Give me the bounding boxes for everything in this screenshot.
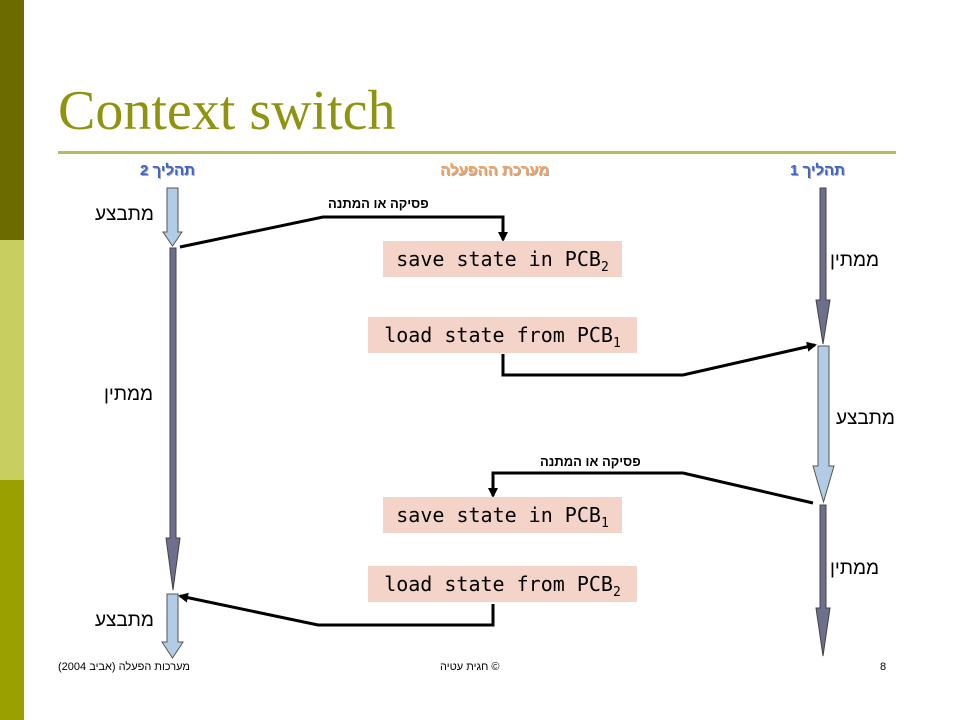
os-step-subscript: 2 <box>612 585 621 600</box>
p1-state-waiting-bottom: ממתין <box>830 558 880 579</box>
p1-waiting-top-arrow <box>815 187 831 345</box>
os-step-save-pcb1: save state in PCB1 <box>383 497 622 533</box>
p1-running-arrow <box>812 345 835 504</box>
os-step-text: save state in PCB <box>396 247 601 271</box>
os-step-subscript: 1 <box>612 336 621 351</box>
sidebar-band-top <box>0 0 24 240</box>
column-header-process2: תהליך 2 <box>140 162 195 179</box>
footer-course: מערכות הפעלה (אביב 2004) <box>58 661 190 673</box>
edge-label-interrupt-top: פסיקה או המתנה <box>328 196 429 211</box>
os-step-text: load state from PCB <box>384 572 613 596</box>
slide-title: Context switch <box>58 80 396 142</box>
os-step-text: load state from PCB <box>384 323 613 347</box>
sidebar-band-middle <box>0 240 24 480</box>
switch-line-to-p1 <box>501 341 817 377</box>
os-step-save-pcb2: save state in PCB2 <box>383 241 622 277</box>
os-step-subscript: 1 <box>600 516 609 531</box>
p2-running-bottom-arrow <box>161 593 184 659</box>
p1-waiting-bottom-arrow <box>815 504 831 657</box>
os-step-text: save state in PCB <box>396 503 601 527</box>
column-header-os: מערכת ההפעלה <box>440 162 550 179</box>
title-rule <box>58 151 896 154</box>
p2-waiting-arrow <box>165 247 181 591</box>
footer-copyright: © חגית עטיה <box>440 661 500 673</box>
edge-label-interrupt-bottom: פסיקה או המתנה <box>540 454 641 469</box>
os-step-load-pcb1: load state from PCB1 <box>368 317 637 353</box>
sidebar-band-bottom <box>0 480 24 720</box>
p1-state-waiting-top: ממתין <box>830 250 880 271</box>
p2-running-top-arrow <box>162 187 183 247</box>
os-step-load-pcb2: load state from PCB2 <box>368 566 637 602</box>
switch-line-to-p2 <box>178 592 495 627</box>
os-step-subscript: 2 <box>600 260 609 275</box>
footer-page-number: 8 <box>880 661 887 673</box>
p1-state-running: מתבצע <box>836 408 895 429</box>
p2-state-running-top: מתבצע <box>95 204 154 225</box>
column-header-process1: תהליך 1 <box>790 162 845 179</box>
p2-state-running-bottom: מתבצע <box>95 610 154 631</box>
p2-state-waiting: ממתין <box>104 384 154 405</box>
interrupt-line-bottom <box>488 471 814 505</box>
interrupt-line-top <box>179 215 508 249</box>
